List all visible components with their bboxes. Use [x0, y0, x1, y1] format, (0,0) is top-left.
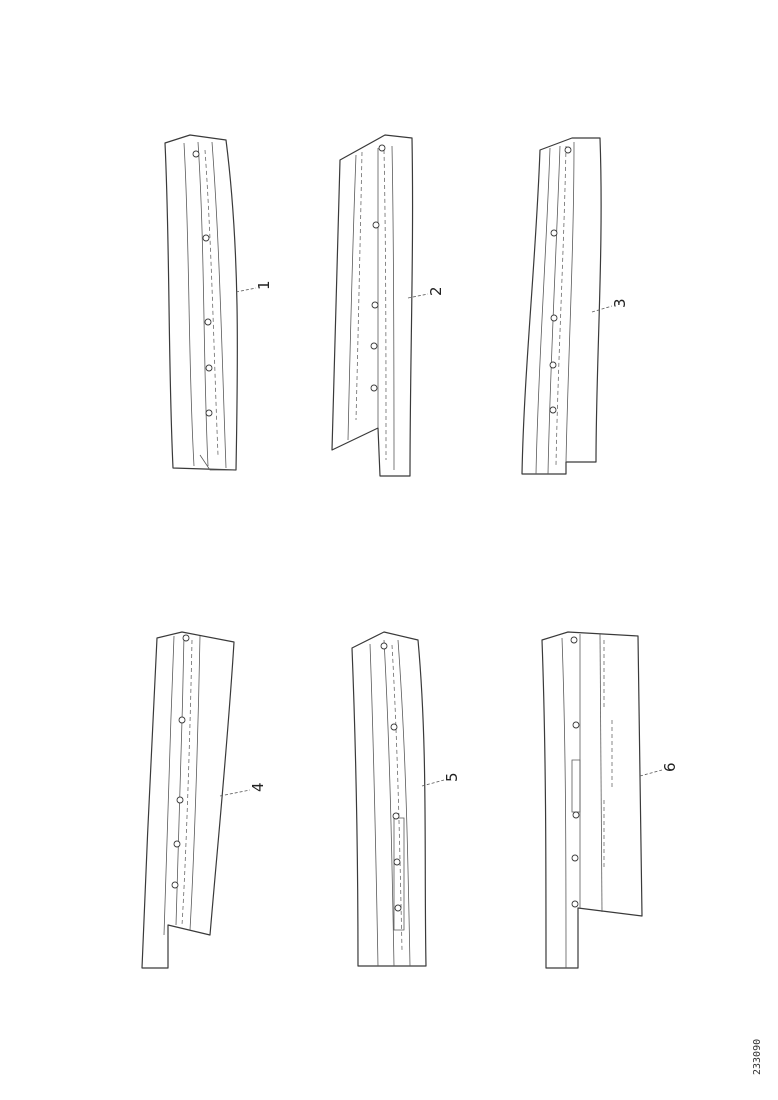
part-1-rail	[164, 134, 239, 471]
part-4-label: 4	[249, 782, 267, 792]
part-2-label: 2	[427, 286, 445, 296]
part-5-label: 5	[443, 772, 461, 782]
part-6-rail	[541, 631, 643, 969]
part-6-label: 6	[661, 762, 679, 772]
part-6-callout: 6	[639, 762, 679, 777]
part-5-callout: 5	[421, 772, 461, 787]
part-4-rail	[141, 631, 235, 969]
part-3-label: 3	[611, 298, 629, 308]
part-1-label: 1	[255, 280, 273, 290]
part-3-callout: 3	[591, 298, 629, 313]
part-3-rail	[521, 137, 602, 475]
part-4-callout: 4	[219, 782, 267, 797]
part-5-rail	[351, 631, 427, 967]
part-1-callout: 1	[235, 280, 273, 293]
part-2-rail	[331, 134, 414, 477]
part-2-callout: 2	[407, 286, 445, 299]
drawing-number: 233090	[752, 1039, 763, 1075]
